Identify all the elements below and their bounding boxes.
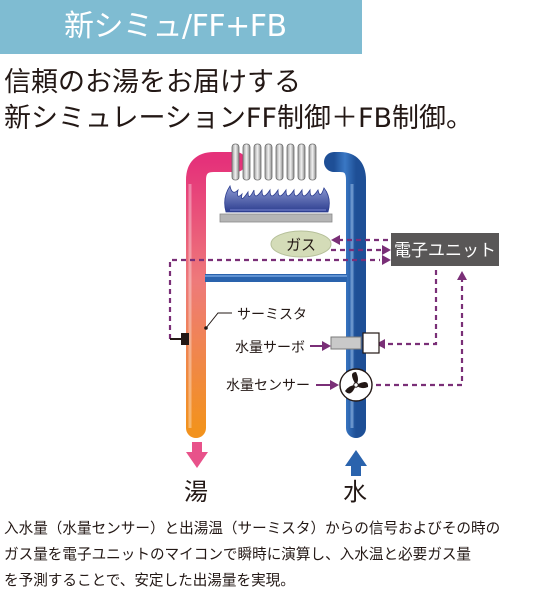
hot-water-arrow-icon [186, 442, 208, 468]
water-servo-icon [330, 332, 380, 354]
electronic-unit-label: 電子ユニット [394, 241, 496, 261]
headline-line-2: 新シミュレーションFF制御＋FB制御。 [4, 103, 474, 134]
heat-exchanger-coil [231, 143, 317, 181]
water-label: 水 [343, 478, 367, 506]
water-inlet-arrow-icon [345, 450, 367, 476]
gas-label: ガス [286, 236, 316, 254]
electronic-unit: 電子ユニット [391, 233, 499, 266]
caption-line-3: を予測することで、安定した出湯量を実現。 [4, 572, 295, 589]
headline-line-1: 信頼のお湯をお届けする [4, 67, 301, 98]
burner-flame-icon [219, 184, 333, 223]
caption-line-1: 入水量（水量センサー）と出湯温（サーミスタ）からの信号およびその時の [4, 520, 501, 537]
signal-arrowheads [331, 235, 467, 349]
gas-valve: ガス [270, 230, 332, 258]
title-bar: 新シミュ/FF+FB [0, 0, 362, 54]
water-sensor-label: 水量センサー [226, 378, 310, 394]
water-servo-label: 水量サーボ [235, 340, 305, 356]
thermistor-leader [204, 312, 232, 330]
hot-water-label: 湯 [184, 478, 208, 506]
thermistor-label: サーミスタ [237, 307, 307, 323]
thermistor-icon [170, 333, 189, 345]
page-title: 新シミュ/FF+FB [64, 9, 287, 44]
water-sensor-icon [339, 368, 373, 402]
water-heater-diagram: ガス 電子ユニット サーミスタ 水量サーボ [168, 143, 499, 506]
caption: 入水量（水量センサー）と出湯温（サーミスタ）からの信号およびその時の ガス量を電… [4, 516, 552, 594]
caption-line-2: ガス量を電子ユニットのマイコンで瞬時に演算し、入水温と必要ガス量 [4, 546, 472, 563]
signal-lines [168, 238, 464, 387]
water-servo-arrow [310, 341, 331, 351]
water-sensor-arrow [316, 380, 339, 390]
